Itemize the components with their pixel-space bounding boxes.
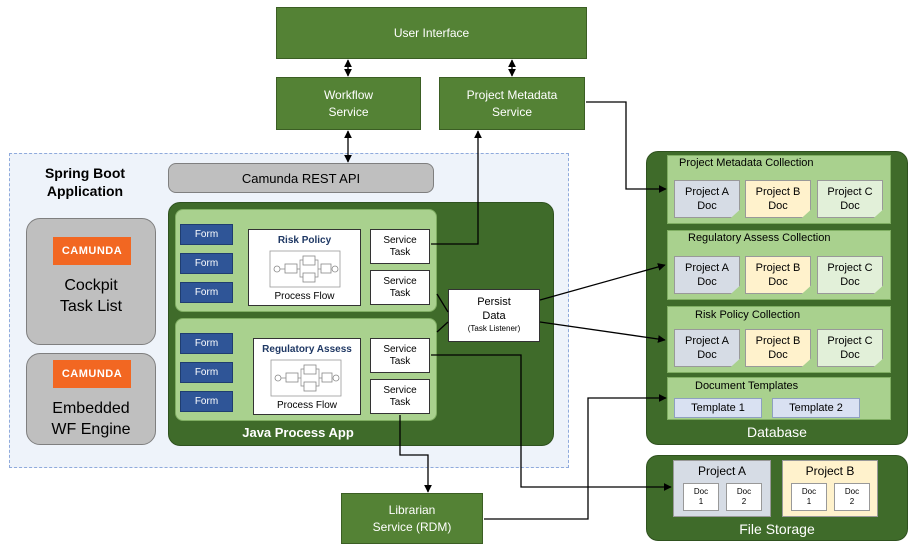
form-button[interactable]: Form — [180, 391, 233, 412]
document-card[interactable]: Project B Doc — [745, 256, 811, 294]
user-interface-label: User Interface — [393, 25, 470, 40]
file-storage-project-a[interactable]: Project A Doc 1 Doc 2 — [673, 460, 771, 517]
form-button[interactable]: Form — [180, 224, 233, 245]
document-label: Project C Doc — [827, 335, 873, 361]
document-label: Project B Doc — [755, 335, 801, 361]
cockpit-tasklist-box[interactable]: CAMUNDA Cockpit Task List — [26, 218, 156, 345]
file-doc[interactable]: Doc 1 — [683, 483, 719, 511]
persist-data-box[interactable]: Persist Data (Task Listener) — [448, 289, 540, 342]
workflow-service-label: Workflow Service — [323, 87, 374, 119]
file-storage-project-b[interactable]: Project B Doc 1 Doc 2 — [782, 460, 878, 517]
regulatory-assess-title: Regulatory Assess — [262, 344, 352, 355]
file-doc[interactable]: Doc 2 — [834, 483, 870, 511]
regulatory-assess-process[interactable]: Regulatory Assess Process Flow — [253, 338, 361, 415]
document-label: Project B Doc — [755, 186, 801, 212]
template-card[interactable]: Template 1 — [674, 398, 762, 418]
persist-data-label: Persist Data — [477, 296, 511, 322]
service-task-label: Service Task — [383, 343, 417, 367]
service-task-label: Service Task — [383, 275, 417, 299]
workflow-service-box[interactable]: Workflow Service — [276, 77, 421, 130]
document-label: Project C Doc — [827, 262, 873, 288]
camunda-rest-api-box[interactable]: Camunda REST API — [168, 163, 434, 193]
risk-policy-title: Risk Policy — [277, 235, 332, 246]
database-title: Database — [747, 424, 807, 440]
java-process-app-title: Java Process App — [242, 425, 354, 440]
process-flow-label: Process Flow — [274, 291, 335, 302]
project-metadata-service-box[interactable]: Project Metadata Service — [439, 77, 585, 130]
form-button[interactable]: Form — [180, 333, 233, 354]
form-button[interactable]: Form — [180, 253, 233, 274]
service-task-label: Service Task — [383, 384, 417, 408]
camunda-rest-api-label: Camunda REST API — [241, 170, 361, 186]
document-card[interactable]: Project C Doc — [817, 329, 883, 367]
embedded-engine-box[interactable]: CAMUNDA Embedded WF Engine — [26, 353, 156, 445]
camunda-logo: CAMUNDA — [53, 360, 131, 388]
service-task-box[interactable]: Service Task — [370, 338, 430, 373]
collection-title: Document Templates — [695, 380, 799, 392]
project-metadata-service-label: Project Metadata Service — [466, 87, 558, 119]
file-storage-title: File Storage — [739, 521, 815, 537]
process-flow-diagram-icon — [270, 359, 342, 397]
document-label: Project A Doc — [684, 262, 730, 288]
process-flow-diagram-icon — [269, 250, 341, 288]
template-label: Template 2 — [789, 402, 843, 414]
librarian-service-label: Librarian Service (RDM) — [372, 502, 452, 534]
document-card[interactable]: Project C Doc — [817, 256, 883, 294]
document-card[interactable]: Project A Doc — [674, 180, 740, 218]
form-button[interactable]: Form — [180, 282, 233, 303]
form-button[interactable]: Form — [180, 362, 233, 383]
service-task-label: Service Task — [383, 234, 417, 258]
document-card[interactable]: Project C Doc — [817, 180, 883, 218]
collection-title: Risk Policy Collection — [695, 309, 801, 321]
librarian-service-box[interactable]: Librarian Service (RDM) — [341, 493, 483, 544]
collection-title: Project Metadata Collection — [679, 157, 814, 169]
file-doc-label: Doc 1 — [693, 487, 709, 506]
service-task-box[interactable]: Service Task — [370, 270, 430, 305]
file-doc-label: Doc 1 — [801, 487, 817, 506]
persist-data-sublabel: (Task Listener) — [467, 324, 521, 333]
file-doc[interactable]: Doc 2 — [726, 483, 762, 511]
user-interface-box[interactable]: User Interface — [276, 7, 587, 59]
cockpit-tasklist-label: Cockpit Task List — [59, 277, 123, 315]
service-task-box[interactable]: Service Task — [370, 229, 430, 264]
project-name: Project A — [697, 464, 747, 478]
project-name: Project B — [805, 464, 855, 478]
template-card[interactable]: Template 2 — [772, 398, 860, 418]
document-card[interactable]: Project A Doc — [674, 256, 740, 294]
document-card[interactable]: Project B Doc — [745, 180, 811, 218]
document-card[interactable]: Project A Doc — [674, 329, 740, 367]
file-doc[interactable]: Doc 1 — [791, 483, 827, 511]
document-card[interactable]: Project B Doc — [745, 329, 811, 367]
document-label: Project B Doc — [755, 262, 801, 288]
collection-title: Regulatory Assess Collection — [688, 232, 831, 244]
file-doc-label: Doc 2 — [844, 487, 860, 506]
file-doc-label: Doc 2 — [736, 487, 752, 506]
template-label: Template 1 — [691, 402, 745, 414]
spring-boot-title: Spring Boot Application — [44, 165, 126, 199]
document-label: Project A Doc — [684, 186, 730, 212]
service-task-box[interactable]: Service Task — [370, 379, 430, 414]
document-label: Project C Doc — [827, 186, 873, 212]
process-flow-label: Process Flow — [276, 400, 337, 411]
camunda-logo: CAMUNDA — [53, 237, 131, 265]
embedded-engine-label: Embedded WF Engine — [51, 400, 131, 438]
risk-policy-process[interactable]: Risk Policy Process Flow — [248, 229, 361, 306]
document-label: Project A Doc — [684, 335, 730, 361]
